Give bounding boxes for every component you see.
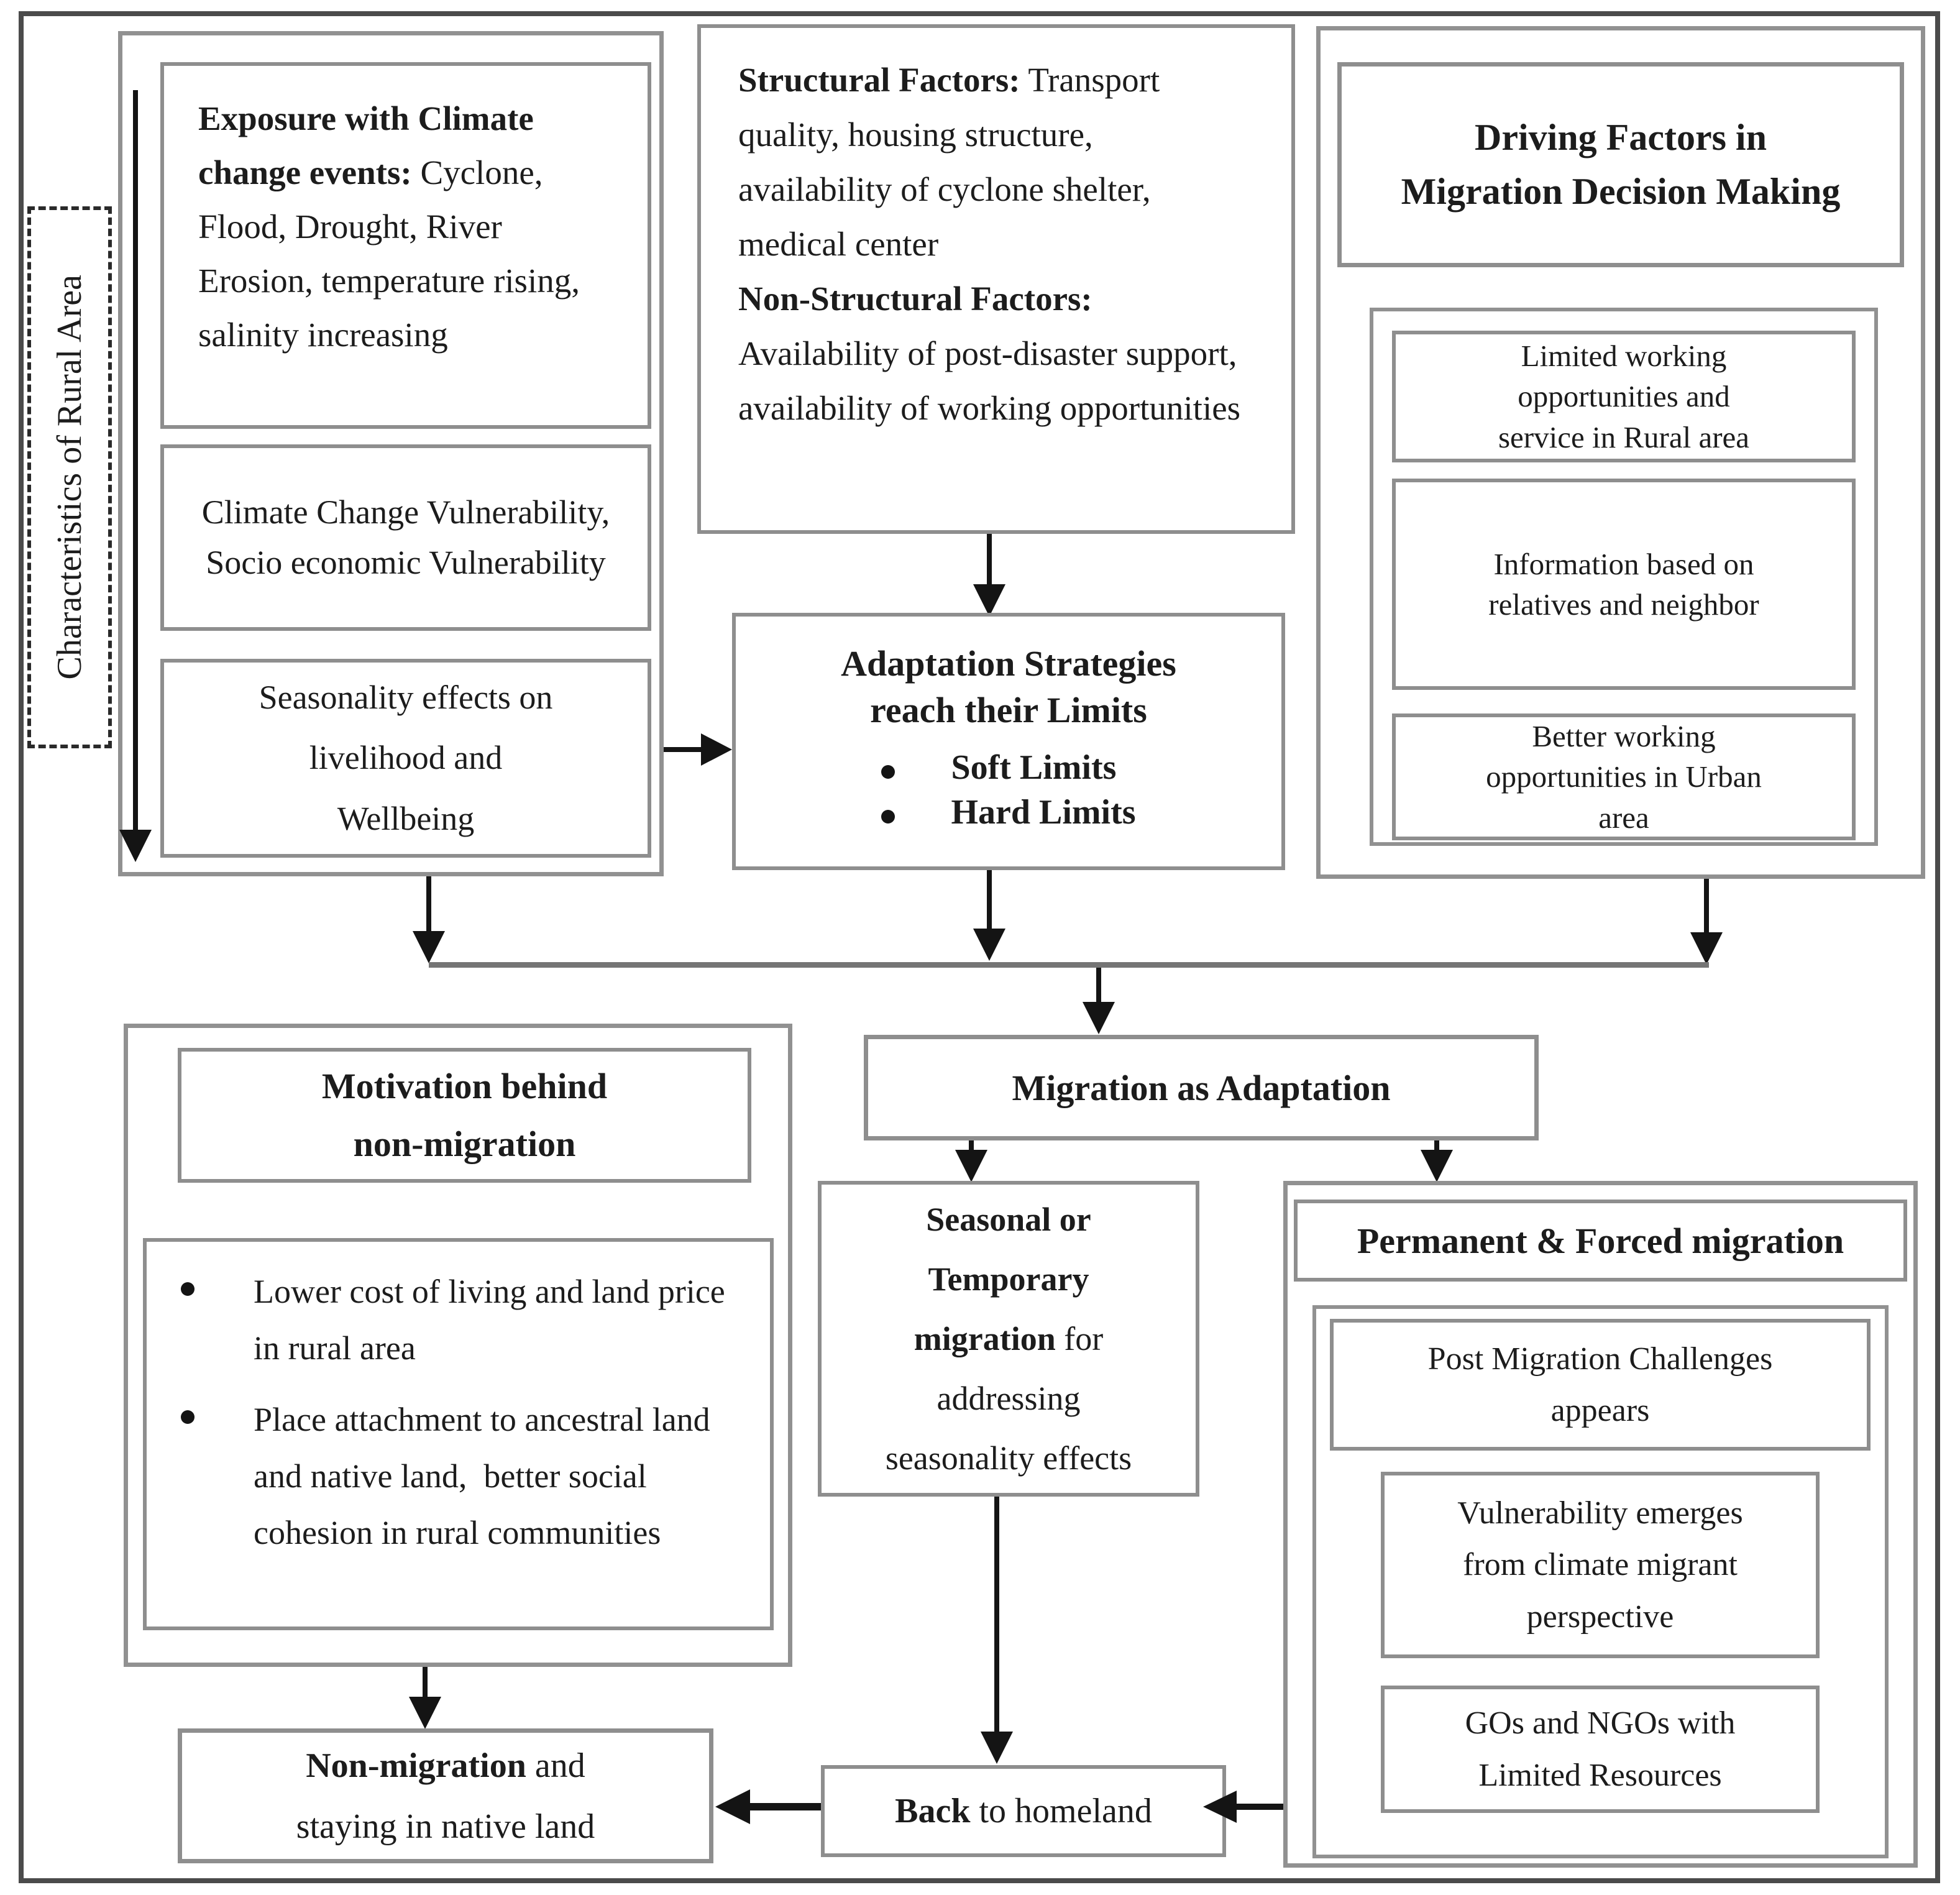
bullet-item: Hard Limits [881,792,1136,832]
drop-adaptation-head-icon [973,929,1005,961]
arrow-permanent-to-back-line [1235,1804,1283,1810]
drop-adaptation-line [987,870,992,929]
drop-driving-line [1704,879,1709,932]
node-migration-as-adaptation: Migration as Adaptation [864,1035,1539,1140]
drop-left-head-icon [413,931,445,963]
bullet-text: Hard Limits [951,792,1136,832]
arrow-back-to-nonmigration-head-icon [715,1789,750,1824]
rural-flow-arrow-line [133,90,138,830]
arrow-motivation-to-nonmigration-line [423,1667,428,1697]
bullet-dot-icon [181,1282,195,1296]
arrow-permanent-to-back-head-icon [1203,1791,1237,1823]
arrow-seasonality-to-adaptation-line [664,747,703,752]
bullet-dot-icon [881,764,895,779]
arrow-migration-to-seasonal-line [969,1140,974,1151]
node-migration-as-adaptation-text: Migration as Adaptation [1012,1067,1391,1108]
bullet-text: Soft Limits [951,748,1117,787]
collector-line [429,962,1709,968]
node-motivation-reasons: Lower cost of living and land price in r… [143,1238,774,1630]
bullet-dot-icon [881,809,895,824]
node-permanent-title: Permanent & Forced migration [1357,1220,1844,1261]
arrow-seasonal-to-back-line [994,1497,999,1732]
arrow-migration-to-permanent-line [1434,1140,1439,1151]
bullet-item: Soft Limits [881,748,1135,787]
bullet-item: Lower cost of living and land price in r… [181,1264,742,1376]
arrow-factors-to-adaptation-line [987,534,992,587]
node-climate-vulnerability-text: Climate Change Vulnerability, Socio econ… [201,493,610,581]
arrow-factors-to-adaptation-head-icon [973,584,1005,617]
arrow-motivation-to-nonmigration-head-icon [409,1697,441,1729]
bullet-dot-icon [181,1410,195,1425]
node-exposure-text: Exposure with Climate change events: Cyc… [198,99,580,354]
node-permanent-header: Permanent & Forced migration [1294,1200,1907,1282]
drop-to-migration-head-icon [1083,1002,1115,1034]
drop-left-line [426,876,431,931]
bullet-item: Place attachment to ancestral land and n… [181,1392,742,1561]
arrow-back-to-nonmigration-line [749,1803,821,1810]
rural-characteristics-label: Characteristics of Rural Area [50,275,89,680]
node-climate-vulnerability: Climate Change Vulnerability, Socio econ… [160,444,651,631]
arrow-migration-to-seasonal-head-icon [955,1150,987,1182]
drop-driving-head-icon [1690,932,1723,965]
rural-characteristics-label-box: Characteristics of Rural Area [27,206,112,748]
rural-flow-arrowhead-icon [119,830,152,862]
bullet-text: Place attachment to ancestral land and n… [254,1401,719,1551]
drop-to-migration-line [1096,968,1101,1002]
node-structural-factors-text: Structural Factors: Transport quality, h… [738,61,1241,427]
node-structural-factors: Structural Factors: Transport quality, h… [697,24,1295,534]
node-back-homeland: Back to homeland [821,1765,1226,1857]
arrow-migration-to-permanent-head-icon [1421,1150,1453,1182]
bullet-text: Lower cost of living and land price in r… [254,1273,734,1367]
arrow-seasonality-to-adaptation-head-icon [701,733,732,766]
node-exposure-climate-events: Exposure with Climate change events: Cyc… [160,62,651,429]
arrow-seasonal-to-back-head-icon [981,1732,1013,1764]
node-back-homeland-text: Back to homeland [895,1792,1152,1830]
